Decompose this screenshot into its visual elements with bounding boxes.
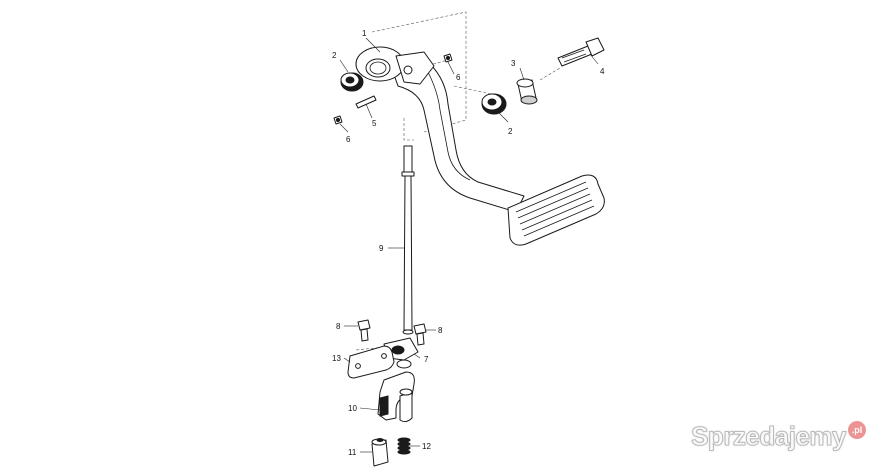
spacer-sleeve <box>516 78 538 105</box>
callout-13: 13 <box>332 354 341 363</box>
watermark-text: Sprzedajemy <box>691 421 847 452</box>
callout-8-right: 8 <box>438 326 443 335</box>
nut-lower <box>333 115 343 125</box>
callout-2-right: 2 <box>508 127 513 136</box>
callout-10: 10 <box>348 404 357 413</box>
watermark-badge: .pl <box>848 420 866 439</box>
roll-pin <box>355 95 377 109</box>
callout-3: 3 <box>511 59 516 68</box>
callout-5: 5 <box>372 119 377 128</box>
callout-leaders <box>339 37 599 453</box>
callout-labels: 1 2 2 3 4 5 6 6 7 8 8 9 10 11 12 13 <box>332 29 605 457</box>
callout-6-upper: 6 <box>456 73 461 82</box>
callout-4: 4 <box>600 67 605 76</box>
callout-1: 1 <box>362 29 367 38</box>
bolt-right <box>413 323 427 346</box>
bushing-left <box>340 72 364 92</box>
pedal-arm <box>355 46 605 246</box>
callout-7: 7 <box>424 355 429 364</box>
callout-9: 9 <box>379 244 384 253</box>
push-rod <box>401 145 415 335</box>
callout-12: 12 <box>422 442 431 451</box>
watermark: Sprzedajemy .pl <box>691 420 866 452</box>
pivot-bolt <box>557 37 605 67</box>
yoke-bracket <box>377 371 415 423</box>
callout-8-left: 8 <box>336 322 341 331</box>
callout-2-left: 2 <box>332 51 337 60</box>
spring <box>397 437 411 455</box>
nut-upper <box>443 53 453 63</box>
callout-6-lower: 6 <box>346 135 351 144</box>
bushing-right <box>481 93 507 115</box>
callout-11: 11 <box>348 448 357 457</box>
mounting-plate <box>347 345 395 379</box>
cylinder-plug <box>371 438 389 467</box>
bolt-left <box>357 319 371 342</box>
